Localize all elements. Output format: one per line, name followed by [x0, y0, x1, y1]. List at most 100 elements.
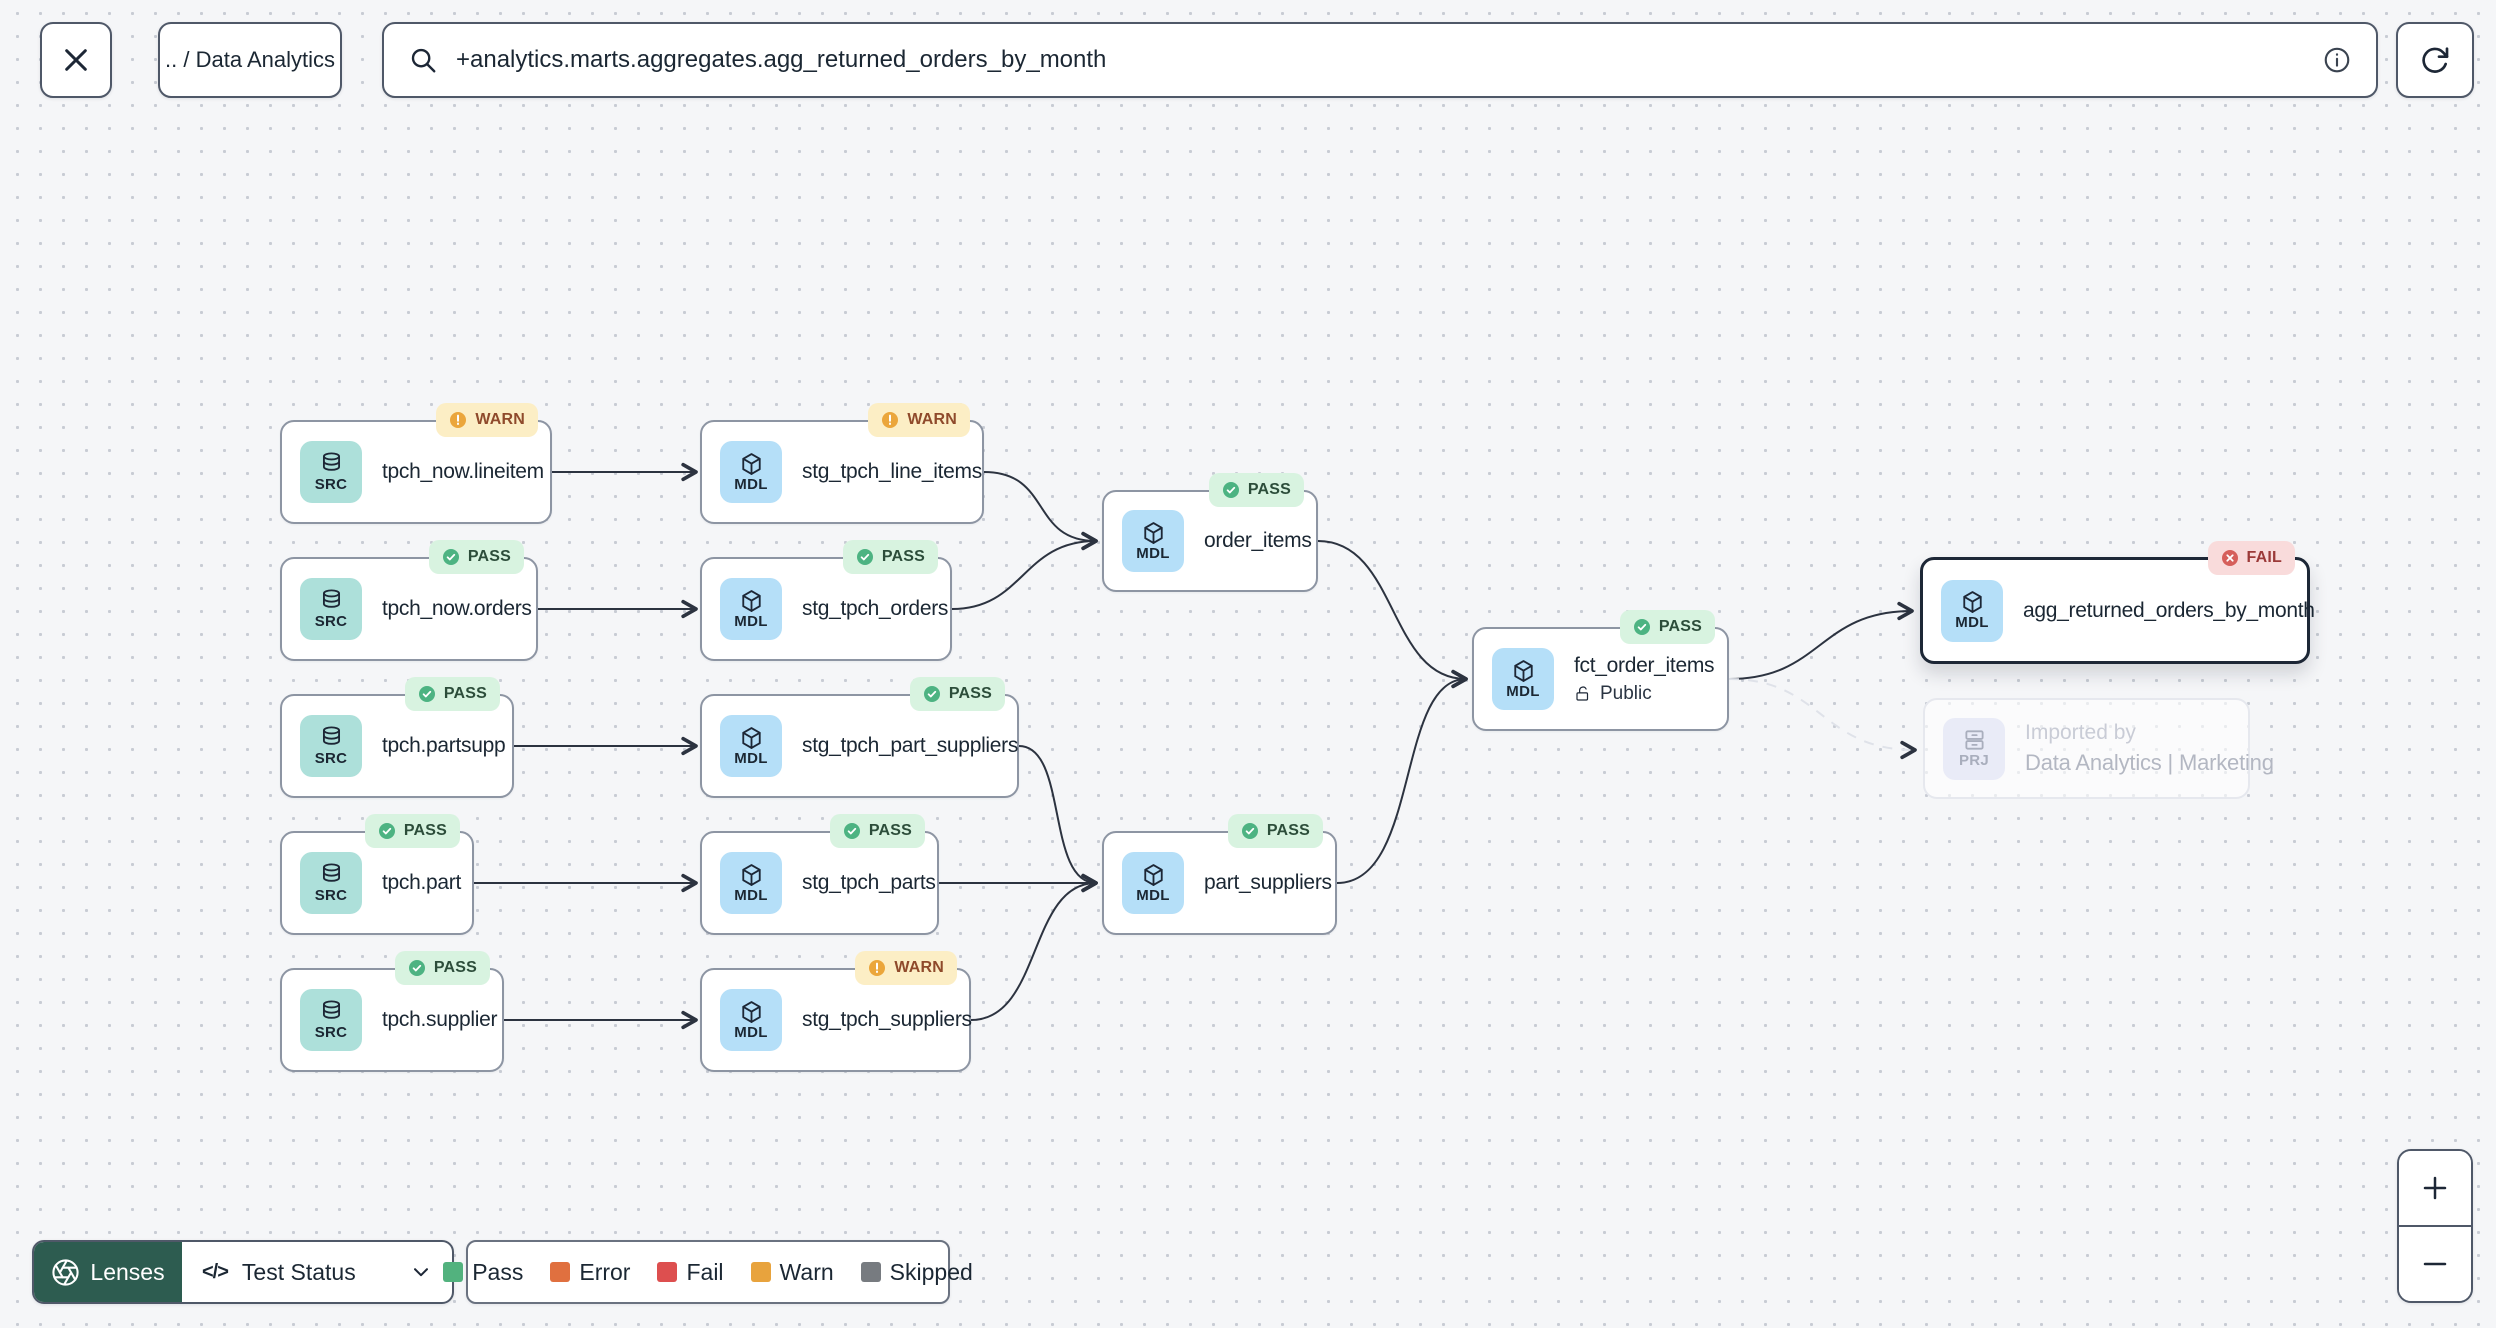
node-part-suppliers[interactable]: PASS MDL part_suppliers	[1102, 814, 1337, 935]
node-tpch-now-orders[interactable]: PASS SRC tpch_now.orders	[280, 540, 538, 661]
minus-icon	[2420, 1249, 2450, 1279]
refresh-button[interactable]	[2396, 22, 2474, 98]
node-label: tpch_now.orders	[382, 597, 532, 620]
lens-selector-label: Test Status	[241, 1258, 356, 1285]
model-icon: MDL	[1492, 648, 1554, 710]
node-agg-returned-orders-by-month[interactable]: FAIL MDL agg_returned_orders_by_month	[1920, 541, 2315, 664]
imported-by-title: Imported by	[2025, 721, 2136, 744]
skipped-swatch	[860, 1262, 881, 1282]
status-badge: WARN	[868, 403, 970, 437]
edge-fct-importedby	[1728, 678, 1917, 760]
node-label: tpch.partsupp	[382, 734, 506, 757]
error-swatch	[550, 1262, 571, 1282]
source-icon: SRC	[300, 989, 362, 1051]
model-icon: MDL	[720, 852, 782, 914]
source-icon: SRC	[300, 852, 362, 914]
zoom-controls	[2397, 1149, 2473, 1303]
node-order-items[interactable]: PASS MDL order_items	[1102, 473, 1318, 592]
source-icon: SRC	[300, 578, 362, 640]
fail-icon	[2221, 550, 2238, 566]
search-icon	[408, 45, 438, 75]
status-badge: PASS	[829, 814, 925, 848]
check-icon	[1222, 482, 1239, 498]
node-stg-tpch-part-suppliers[interactable]: PASS MDL stg_tpch_part_suppliers	[700, 677, 1019, 798]
legend-item-pass: Pass	[443, 1259, 523, 1286]
legend-item-skipped: Skipped	[860, 1259, 973, 1286]
access-row: Public	[1574, 683, 1714, 705]
check-icon	[856, 549, 873, 565]
zoom-in-button[interactable]	[2399, 1151, 2471, 1225]
status-badge: PASS	[1227, 814, 1323, 848]
edge-stglineitems-orderitems	[983, 471, 1098, 551]
warn-swatch	[750, 1262, 771, 1282]
model-icon: MDL	[720, 578, 782, 640]
check-icon	[1241, 823, 1258, 839]
node-tpch-part[interactable]: PASS SRC tpch.part	[280, 814, 474, 935]
node-label: agg_returned_orders_by_month	[2023, 598, 2315, 622]
legend-item-error: Error	[550, 1259, 630, 1286]
status-badge: WARN	[436, 403, 538, 437]
model-icon: MDL	[1122, 510, 1184, 572]
source-icon: SRC	[300, 441, 362, 503]
status-badge: FAIL	[2207, 541, 2295, 575]
node-stg-tpch-parts[interactable]: PASS MDL stg_tpch_parts	[700, 814, 939, 935]
warn-icon	[882, 412, 899, 428]
close-button[interactable]	[40, 22, 112, 98]
warn-icon	[869, 960, 886, 976]
status-badge: PASS	[404, 677, 500, 711]
zoom-divider	[2399, 1225, 2471, 1227]
refresh-icon	[2419, 44, 2451, 76]
edge-stgorders-orderitems	[951, 531, 1098, 610]
search-input[interactable]	[454, 45, 2306, 75]
close-icon	[60, 44, 92, 76]
breadcrumb[interactable]: .. / Data Analytics	[158, 22, 342, 98]
edge-stgsuppliers-partsuppliers	[970, 873, 1098, 1021]
legend-item-warn: Warn	[750, 1259, 834, 1286]
edge-stgpartsuppliers-partsuppliers	[1018, 745, 1098, 893]
lock-open-icon	[1574, 685, 1592, 703]
check-icon	[378, 823, 395, 839]
node-label: stg_tpch_line_items	[802, 460, 982, 483]
node-stg-tpch-line-items[interactable]: WARN MDL stg_tpch_line_items	[700, 403, 984, 524]
legend-item-fail: Fail	[657, 1259, 724, 1286]
status-badge: PASS	[428, 540, 524, 574]
check-icon	[418, 686, 435, 702]
status-badge: PASS	[1619, 610, 1715, 644]
chevron-down-icon	[410, 1261, 432, 1283]
status-badge: WARN	[855, 951, 957, 985]
fail-swatch	[657, 1262, 678, 1282]
status-badge: PASS	[909, 677, 1005, 711]
node-label: stg_tpch_suppliers	[802, 1008, 972, 1031]
model-icon: MDL	[720, 441, 782, 503]
info-icon[interactable]	[2322, 45, 2352, 75]
status-badge: PASS	[842, 540, 938, 574]
edge-partsuppliers-fct	[1336, 669, 1468, 884]
check-icon	[1633, 619, 1650, 635]
lens-selector[interactable]: </> Test Status	[182, 1242, 452, 1302]
zoom-out-button[interactable]	[2399, 1227, 2471, 1301]
status-badge: PASS	[364, 814, 460, 848]
search-bar[interactable]	[382, 22, 2378, 98]
node-stg-tpch-orders[interactable]: PASS MDL stg_tpch_orders	[700, 540, 952, 661]
warn-icon	[450, 412, 467, 428]
node-label: order_items	[1204, 529, 1312, 552]
breadcrumb-label: .. / Data Analytics	[165, 47, 335, 72]
node-stg-tpch-suppliers[interactable]: WARN MDL stg_tpch_suppliers	[700, 951, 972, 1072]
pass-swatch	[443, 1262, 464, 1282]
node-fct-order-items[interactable]: PASS MDL fct_order_items Public	[1472, 610, 1729, 731]
imported-by-label: Data Analytics | Marketing	[2025, 750, 2274, 775]
code-icon: </>	[202, 1260, 229, 1283]
node-label: tpch.part	[382, 871, 462, 894]
node-label: tpch.supplier	[382, 1008, 498, 1031]
node-tpch-now-lineitem[interactable]: WARN SRC tpch_now.lineitem	[280, 403, 552, 524]
aperture-icon	[51, 1258, 80, 1287]
project-icon: PRJ	[1943, 717, 2005, 780]
lenses-button[interactable]: Lenses	[34, 1242, 182, 1302]
status-badge: PASS	[394, 951, 490, 985]
node-tpch-partsupp[interactable]: PASS SRC tpch.partsupp	[280, 677, 514, 798]
node-label: part_suppliers	[1204, 871, 1332, 894]
node-imported-by-project[interactable]: PRJ Imported by Data Analytics | Marketi…	[1923, 698, 2274, 799]
source-icon: SRC	[300, 715, 362, 777]
node-tpch-supplier[interactable]: PASS SRC tpch.supplier	[280, 951, 504, 1072]
